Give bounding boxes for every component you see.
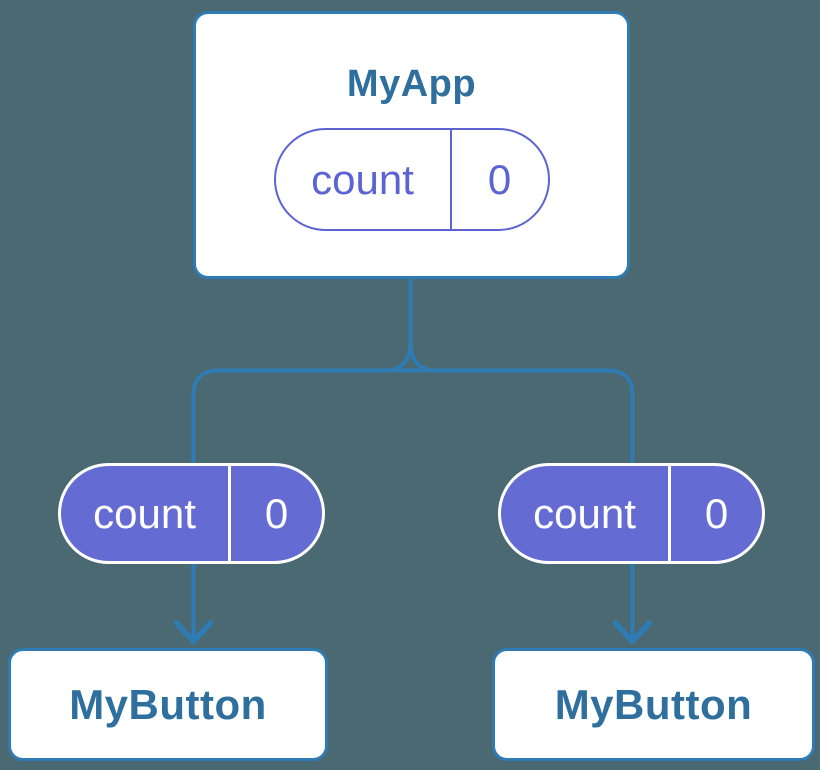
state-pill-root: count 0	[273, 128, 550, 231]
state-value-label: 0	[449, 130, 548, 229]
node-mybutton-right: MyButton	[492, 648, 815, 761]
state-value-label: 0	[668, 466, 762, 561]
state-value-label: 0	[228, 466, 322, 561]
node-mybutton-left: MyButton	[8, 648, 328, 761]
state-key-label: count	[311, 155, 414, 203]
state-pill-left-child: count 0	[58, 463, 325, 564]
down-arrow-icon-right	[612, 620, 653, 645]
right-branch-corner-line	[607, 368, 635, 638]
fork-left-curve	[385, 341, 413, 373]
fork-right-curve	[408, 341, 436, 373]
down-arrow-icon-left	[173, 620, 214, 645]
state-pill-right-child: count 0	[498, 463, 765, 564]
node-myapp-label: MyApp	[346, 63, 477, 105]
node-myapp: MyApp count 0	[193, 11, 630, 279]
node-mybutton-right-label: MyButton	[554, 680, 753, 728]
left-branch-corner-line	[191, 368, 219, 638]
node-mybutton-left-label: MyButton	[69, 680, 267, 728]
state-key-label: count	[533, 489, 636, 537]
state-key-label: count	[93, 489, 196, 537]
